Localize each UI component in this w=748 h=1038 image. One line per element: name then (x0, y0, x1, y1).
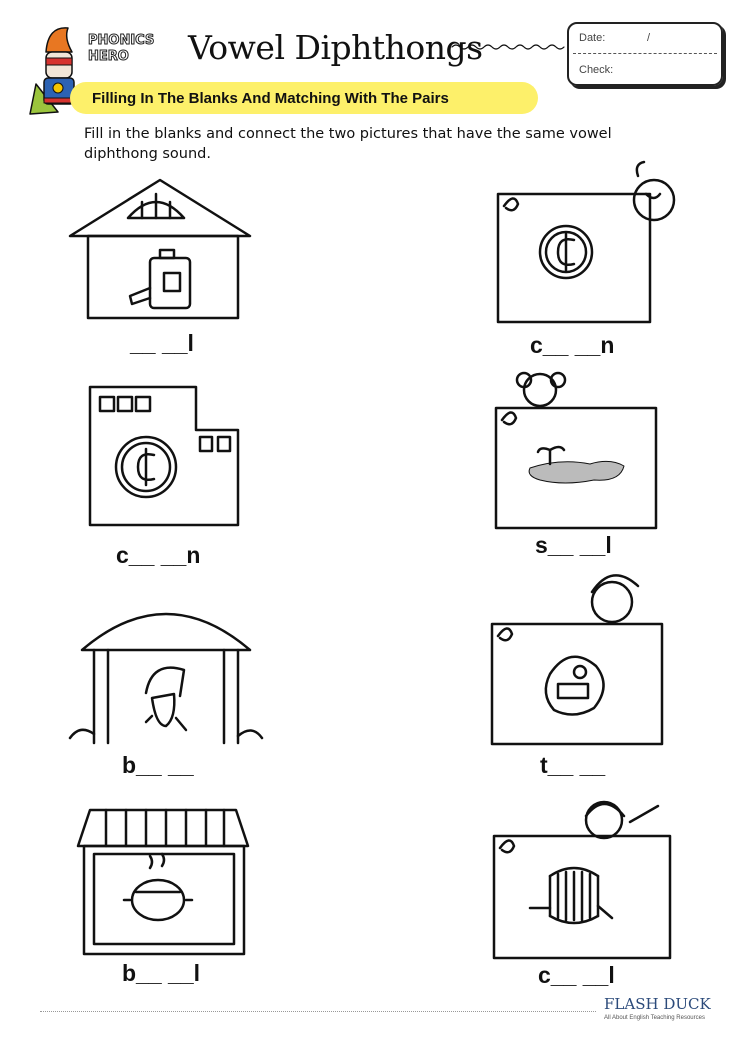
word-blank-coin-right[interactable]: c__ __n (530, 332, 615, 358)
check-label: Check: (579, 64, 614, 76)
logo-tagline: All About English Teaching Resources (604, 1015, 705, 1021)
word-blank-boy[interactable]: b__ __ (122, 752, 194, 778)
building-coin-picture (88, 385, 240, 527)
logo-text: FLASH DUCK (604, 995, 711, 1013)
shop-boiling-pot-picture (76, 808, 250, 956)
date-separator: / (647, 32, 651, 44)
subtitle: Filling In The Blanks And Matching With … (92, 90, 449, 107)
subtitle-banner (70, 82, 538, 114)
word-blank-coin-left[interactable]: c__ __n (116, 542, 201, 568)
word-blank-boil[interactable]: b__ __l (122, 960, 200, 986)
date-label: Date: (579, 32, 606, 44)
wavy-line-decoration (451, 44, 565, 50)
divider (573, 53, 717, 54)
house-oil-can-picture (68, 178, 252, 320)
word-blank-oil[interactable]: __ __l (130, 330, 194, 356)
sign-coil-picture (492, 800, 672, 960)
sign-coin-picture (496, 160, 676, 324)
flash-duck-logo: FLASH DUCK All About English Teaching Re… (604, 996, 744, 1022)
phonics-hero-mascot-icon (29, 27, 75, 115)
word-blank-soil[interactable]: s__ __l (535, 532, 612, 558)
word-blank-toy[interactable]: t__ __ (540, 752, 606, 778)
page-title: Vowel Diphthongs (188, 28, 483, 67)
sign-toys-picture (490, 574, 664, 746)
instructions: Fill in the blanks and connect the two p… (84, 126, 612, 162)
date-check-box: Date: / Check: (567, 22, 723, 86)
arch-boy-picture (68, 612, 264, 745)
footer-divider (40, 1011, 596, 1012)
sign-soil-picture (494, 371, 658, 530)
word-blank-coil[interactable]: c__ __l (538, 962, 615, 988)
